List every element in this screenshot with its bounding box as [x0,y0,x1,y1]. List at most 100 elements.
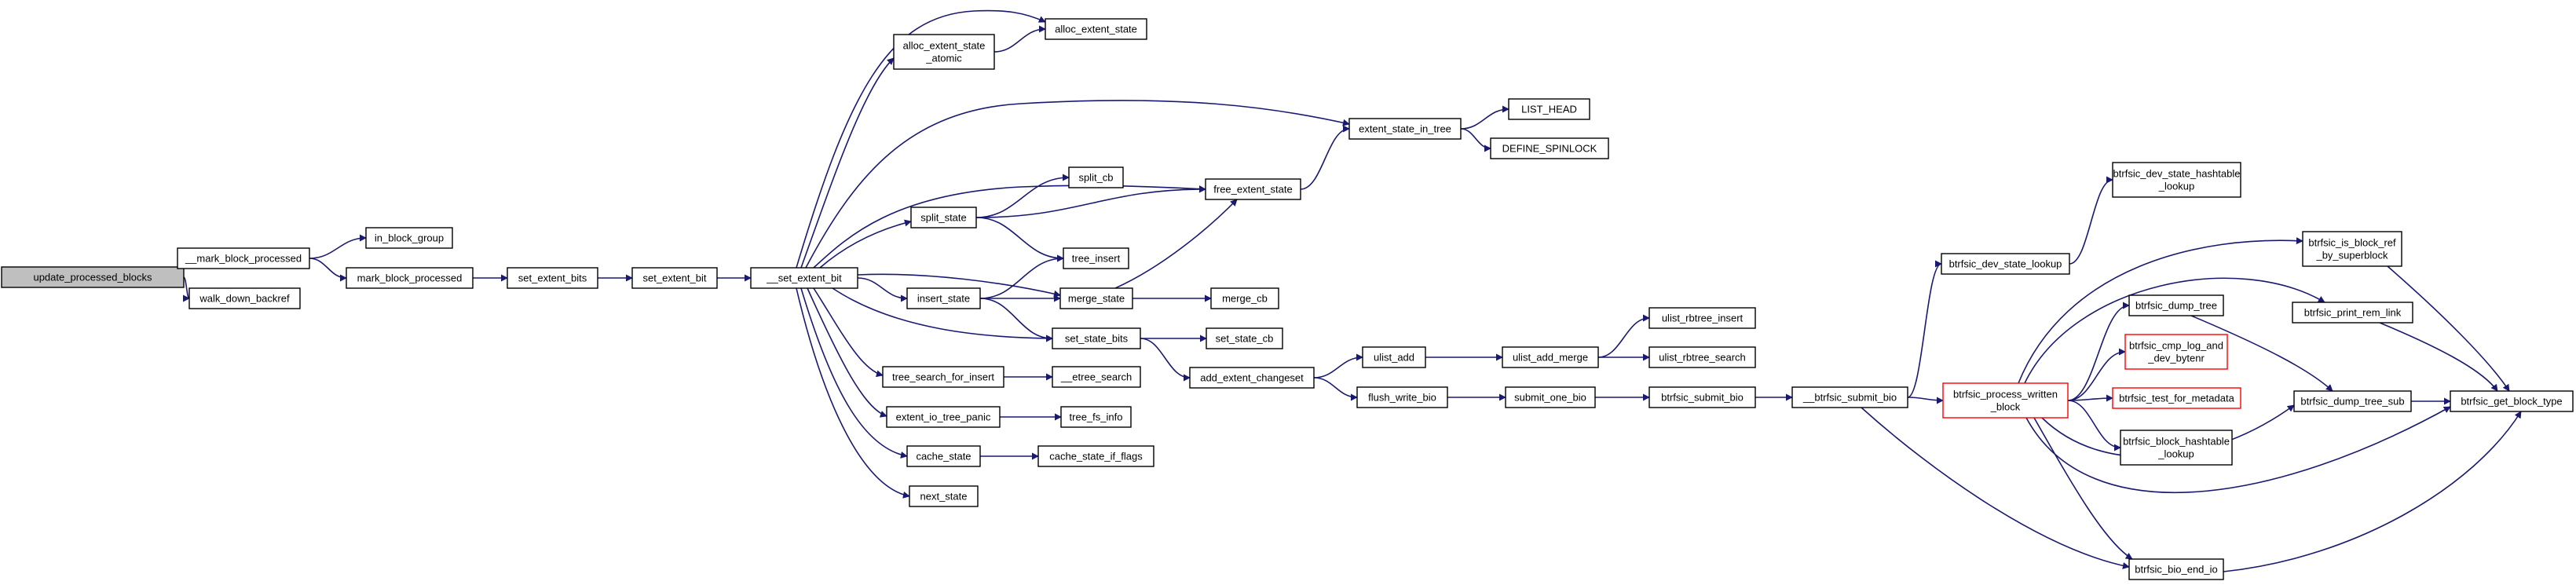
node-etree-search[interactable]: __etree_search [1052,366,1141,388]
edge-line [979,298,1053,342]
node-btrfsic-test-for-metadata[interactable]: btrfsic_test_for_metadata [2112,387,2241,409]
node-btrfsic-dump-tree[interactable]: btrfsic_dump_tree [2128,294,2224,316]
node-ulist-add[interactable]: ulist_add [1362,346,1426,368]
node-label: btrfsic_print_rem_link [2304,307,2402,319]
node-free-extent-state[interactable]: free_extent_state [1205,178,1301,200]
node-mark-block-processed[interactable]: __mark_block_processed [177,247,310,269]
node-add-extent-changeset[interactable]: add_extent_changeset [1189,367,1315,389]
node-label: alloc_extent_state [903,40,986,52]
edge-line [807,287,887,418]
node-flush-write-bio[interactable]: flush_write_bio [1356,386,1448,408]
edge-line [796,9,1046,269]
node-extent-io-tree-panic[interactable]: extent_io_tree_panic [886,406,1001,428]
edge-btrfsic-process-written-block-to-btrfsic-get-block-type [2025,406,2451,494]
node-cache-state-if-flags[interactable]: cache_state_if_flags [1037,445,1154,467]
edge-btrfsic-process-written-block-to-btrfsic-bio-end-io [2033,417,2133,560]
edge-line [2033,417,2133,560]
node-btrfsic-block-hashtable-lookup[interactable]: btrfsic_block_hashtable_lookup [2120,430,2233,466]
node-btrfsic-process-written-block[interactable]: btrfsic_process_written_block [1942,382,2069,419]
node-btrfsic-dev-state-hashtable-lookup[interactable]: btrfsic_dev_state_hashtable_lookup [2112,162,2241,198]
edge-set-extent-bit-to-set-state-bits [832,287,1053,342]
edge-btrfsic-print-rem-link-to-btrfsic-get-block-type [2379,322,2498,392]
node-submit-one-bio[interactable]: submit_one_bio [1505,386,1596,408]
node-insert-state[interactable]: insert_state [906,287,981,309]
node-label: __etree_search [1060,371,1132,383]
node-btrfsic-cmp-log-and-dev-bytenr[interactable]: btrfsic_cmp_log_and_dev_bytenr [2124,334,2228,370]
node-box [1210,287,1279,309]
node-label: btrfsic_cmp_log_and [2129,340,2223,352]
node-box [631,267,718,289]
node-label: submit_one_bio [1514,392,1586,404]
node-label: cache_state [916,451,971,463]
edge-set-extent-bit-to-extent-state-in-tree [805,100,1350,269]
node-alloc-extent-state[interactable]: alloc_extent_state [1045,18,1147,40]
node-ulist-rbtree-search[interactable]: ulist_rbtree_search [1648,346,1756,368]
edge-set-extent-bit-to-alloc-extent-state-atomic [800,57,895,269]
node-label: set_extent_bits [518,272,587,284]
node-label: btrfsic_block_hashtable [2123,436,2230,448]
node-ulist-add-merge[interactable]: ulist_add_merge [1502,346,1599,368]
node-box [750,267,858,289]
node-label: __btrfsic_submit_bio [1802,392,1897,404]
edge-btrfsic-dev-state-lookup-to-btrfsic-dev-state-hashtable-lookup [2069,176,2113,265]
node-label: btrfsic_dev_state_lookup [1949,258,2062,270]
edge-mark-block-processed-to-mark-block-processed [309,258,347,282]
node-split-state[interactable]: split_state [910,207,977,229]
node-set-extent-bit[interactable]: set_extent_bit [631,267,718,289]
edge-line [979,254,1064,299]
node-box [2292,302,2413,324]
node-tree-search-for-insert[interactable]: tree_search_for_insert [882,366,1004,388]
node-btrfsic-submit-bio[interactable]: __btrfsic_submit_bio [1791,386,1908,408]
node-box [886,406,1001,428]
node-alloc-extent-state-atomic[interactable]: alloc_extent_state_atomic [893,34,995,70]
node-next-state[interactable]: next_state [909,485,979,507]
node-set-extent-bit[interactable]: __set_extent_bit [750,267,858,289]
edge-line [857,273,1061,298]
node-mark-block-processed[interactable]: mark_block_processed [346,267,474,289]
node-box [2128,294,2224,316]
edge-btrfsic-process-written-block-to-btrfsic-block-hashtable-lookup [2067,400,2121,452]
node-btrfsic-dump-tree-sub[interactable]: btrfsic_dump_tree_sub [2293,390,2412,412]
node-label: __set_extent_bit [766,272,842,284]
edge-line [2067,302,2130,401]
node-tree-fs-info[interactable]: tree_fs_info [1060,406,1132,428]
node-set-state-bits[interactable]: set_state_bits [1052,327,1141,349]
node-box [2120,430,2233,466]
node-box [1045,18,1147,40]
edge-add-extent-changeset-to-ulist-add [1313,353,1363,378]
node-box [346,267,474,289]
node-merge-cb[interactable]: merge_cb [1210,287,1279,309]
node-merge-state[interactable]: merge_state [1059,287,1133,309]
node-set-state-cb[interactable]: set_state_cb [1206,327,1283,349]
edge-set-extent-bit-to-next-state [796,287,910,499]
node-box [1068,166,1124,188]
node-box [1348,118,1462,140]
node-box [1502,346,1599,368]
node-btrfsic-submit-bio[interactable]: btrfsic_submit_bio [1648,386,1756,408]
node-label: set_state_bits [1065,333,1129,345]
node-update-processed-blocks[interactable]: update_processed_blocks [1,266,185,288]
node-list-head[interactable]: LIST_HEAD [1508,98,1590,120]
edge-line [2069,176,2113,265]
edge-line [2067,400,2121,452]
node-label: set_state_cb [1216,333,1274,345]
node-tree-insert[interactable]: tree_insert [1063,247,1129,269]
node-set-extent-bits[interactable]: set_extent_bits [507,267,598,289]
node-btrfsic-print-rem-link[interactable]: btrfsic_print_rem_link [2292,302,2413,324]
edge-line [2018,237,2303,384]
node-ulist-rbtree-insert[interactable]: ulist_rbtree_insert [1648,307,1756,329]
edge-line [800,57,895,269]
node-split-cb[interactable]: split_cb [1068,166,1124,188]
node-extent-state-in-tree[interactable]: extent_state_in_tree [1348,118,1462,140]
node-btrfsic-is-block-ref-by-superblock[interactable]: btrfsic_is_block_ref_by_superblock [2302,231,2402,267]
edge-line [805,100,1350,269]
node-box [2112,387,2241,409]
node-btrfsic-bio-end-io[interactable]: btrfsic_bio_end_io [2128,558,2224,580]
node-box [1037,445,1154,467]
node-define-spinlock[interactable]: DEFINE_SPINLOCK [1490,137,1609,159]
node-in-block-group[interactable]: in_block_group [365,227,453,249]
node-walk-down-backref[interactable]: walk_down_backref [188,287,301,309]
node-cache-state[interactable]: cache_state [906,445,981,467]
node-btrfsic-get-block-type[interactable]: btrfsic_get_block_type [2450,390,2574,412]
node-btrfsic-dev-state-lookup[interactable]: btrfsic_dev_state_lookup [1941,253,2070,275]
